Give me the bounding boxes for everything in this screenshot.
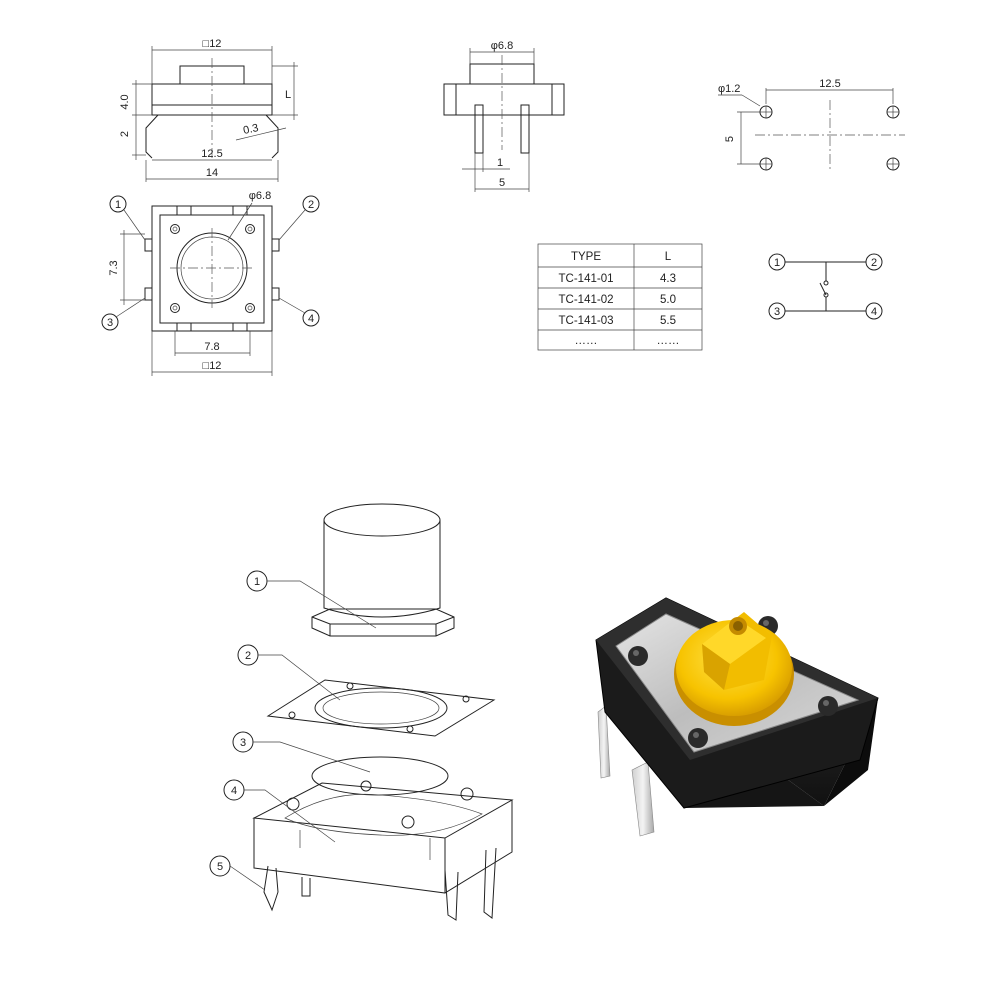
side-view: □12 4.0 2 L 0.3 12.5 14 xyxy=(119,38,298,182)
footprint-pitch-y-label: 5 xyxy=(724,136,736,142)
top-view-corner-posts xyxy=(170,224,255,313)
table-cell: TC-141-02 xyxy=(559,294,614,306)
type-table: TYPE L TC-141-01 4.3 TC-141-02 5.0 TC-14… xyxy=(537,243,703,351)
top-view: φ6.8 7.3 7.8 □12 1 2 3 4 xyxy=(101,190,320,376)
svg-text:4: 4 xyxy=(871,306,877,318)
side-base-label: 2 xyxy=(119,131,131,137)
svg-text:1: 1 xyxy=(115,199,121,211)
side-lead-label: 0.3 xyxy=(242,122,259,137)
svg-text:2: 2 xyxy=(308,199,314,211)
exploded-view: 1 2 3 4 5 xyxy=(209,503,514,921)
top-diameter-label: φ6.8 xyxy=(249,190,271,202)
switch-schematic: 1 2 3 4 xyxy=(768,253,883,320)
top-pitch-y-label: 7.3 xyxy=(108,260,120,275)
top-pitch-x-label: 7.8 xyxy=(204,341,219,353)
exploded-callout-5: 5 xyxy=(209,855,266,891)
svg-text:1: 1 xyxy=(774,257,780,269)
table-cell: …… xyxy=(575,335,598,347)
table-cell: 4.3 xyxy=(660,273,676,285)
svg-text:5: 5 xyxy=(217,861,223,873)
front-pitch-label: 5 xyxy=(499,177,505,189)
table-cell: 5.0 xyxy=(660,294,676,306)
top-pin-2-callout: 2 xyxy=(278,195,320,241)
svg-text:3: 3 xyxy=(774,306,780,318)
exploded-callout-2: 2 xyxy=(237,644,341,701)
exploded-cap xyxy=(311,503,455,637)
front-view: φ6.8 1 5 xyxy=(443,40,565,192)
schematic-pin-3: 3 xyxy=(768,302,786,320)
table-header-type: TYPE xyxy=(571,251,601,263)
svg-text:1: 1 xyxy=(254,576,260,588)
svg-text:3: 3 xyxy=(107,317,113,329)
exploded-callout-1: 1 xyxy=(246,570,377,629)
side-height-label: 4.0 xyxy=(119,94,131,109)
svg-text:4: 4 xyxy=(308,313,314,325)
product-photo xyxy=(595,597,879,837)
svg-text:3: 3 xyxy=(240,737,246,749)
side-L-label: L xyxy=(285,89,291,101)
top-pin-4-callout: 4 xyxy=(278,297,320,327)
table-cell: 5.5 xyxy=(660,315,676,327)
svg-text:4: 4 xyxy=(231,785,237,797)
svg-text:2: 2 xyxy=(871,257,877,269)
side-pin-pitch-label: 12.5 xyxy=(201,148,222,160)
exploded-plate xyxy=(266,679,496,737)
exploded-callout-3: 3 xyxy=(232,731,371,773)
exploded-callout-4: 4 xyxy=(223,779,336,843)
side-width-label: □12 xyxy=(203,38,222,50)
exploded-dome xyxy=(311,756,449,796)
table-cell: TC-141-03 xyxy=(559,315,614,327)
table-header-L: L xyxy=(665,251,672,263)
footprint-pitch-x-label: 12.5 xyxy=(819,78,840,90)
front-diameter-label: φ6.8 xyxy=(491,40,513,52)
top-pin-1-callout: 1 xyxy=(109,195,146,241)
exploded-pins xyxy=(263,847,497,921)
footprint-hole-label: φ1.2 xyxy=(718,83,740,95)
svg-text:2: 2 xyxy=(245,650,251,662)
footprint-hole-4 xyxy=(886,157,900,171)
footprint-hole-2 xyxy=(886,105,900,119)
footprint-hole-3 xyxy=(759,157,773,171)
table-cell: …… xyxy=(657,335,680,347)
front-pin-label: 1 xyxy=(497,157,503,169)
table-cell: TC-141-01 xyxy=(559,273,614,285)
footprint-hole-1 xyxy=(759,105,773,119)
schematic-pin-1: 1 xyxy=(768,253,786,271)
pcb-footprint: 12.5 φ1.2 5 xyxy=(718,78,905,172)
exploded-base xyxy=(252,780,514,894)
schematic-pin-4: 4 xyxy=(865,302,883,320)
schematic-pin-2: 2 xyxy=(865,253,883,271)
top-pin-3-callout: 3 xyxy=(101,297,146,331)
side-overall-label: 14 xyxy=(206,167,218,179)
top-width-label: □12 xyxy=(203,360,222,372)
